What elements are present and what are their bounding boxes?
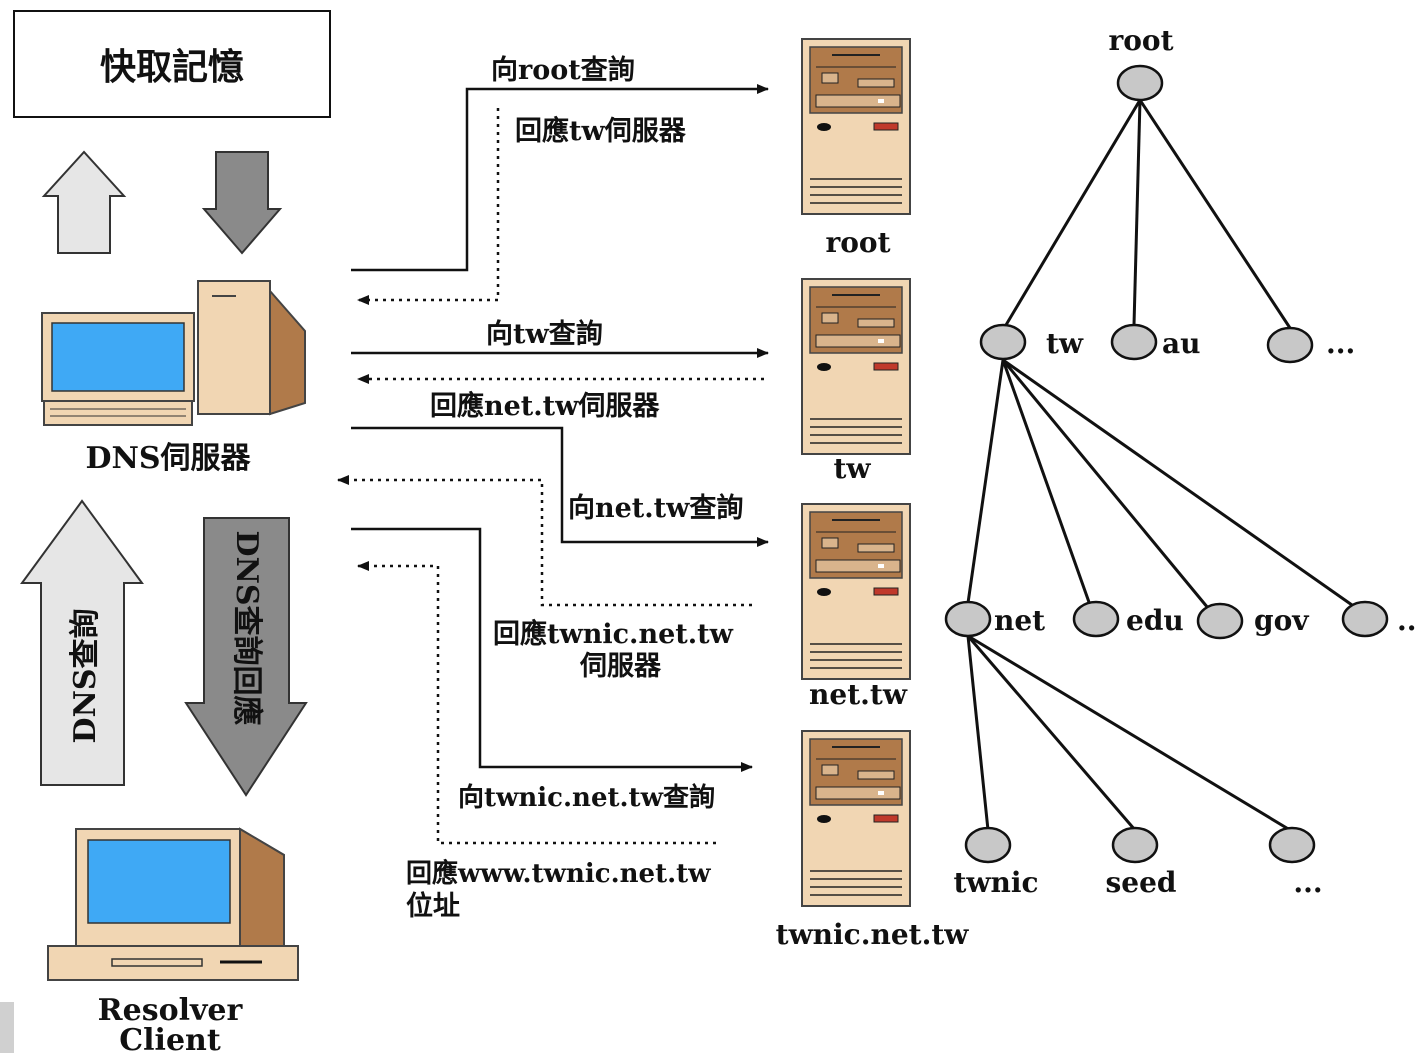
label-query-root: 向root查詢	[491, 54, 635, 86]
cache-memory-box: 快取記憶	[13, 10, 331, 118]
tree-node-au	[1110, 323, 1158, 361]
tree-label-tw: tw	[1046, 327, 1084, 360]
response-root-arrow	[357, 108, 500, 305]
tree-node-seed	[1111, 826, 1159, 864]
dns-response-big-arrow	[184, 517, 308, 797]
label-response-root: 回應tw伺服器	[515, 115, 687, 147]
tw-server-icon	[801, 278, 911, 455]
tree-label-level1-more: ...	[1326, 327, 1355, 360]
tree-label-root: root	[1108, 24, 1173, 57]
label-query-net: 向net.tw查詢	[568, 492, 743, 524]
query-root-arrow	[351, 84, 769, 272]
label-dns-query-arrow: DNS查詢	[68, 608, 103, 743]
tree-label-twnic: twnic	[953, 866, 1038, 899]
tree-node-net	[944, 600, 992, 638]
tree-label-gov: gov	[1254, 604, 1309, 637]
tree-node-level1-more	[1266, 326, 1314, 364]
label-query-twnic: 向twnic.net.tw查詢	[458, 782, 715, 813]
tree-label-level2-more: ..	[1397, 604, 1417, 637]
tree-label-seed: seed	[1106, 866, 1177, 899]
message-arrows	[337, 84, 769, 845]
tree-edges	[966, 99, 1353, 832]
tree-label-level3-more: ...	[1293, 866, 1322, 899]
label-dns-response-arrow: DNS查詢回應	[229, 530, 264, 725]
cache-down-arrow	[201, 151, 283, 255]
label-query-tw: 向tw查詢	[486, 318, 603, 350]
tree-label-edu: edu	[1126, 604, 1184, 637]
tree-node-level2-more	[1341, 600, 1389, 638]
response-net-arrow	[337, 475, 752, 607]
label-dns-server: DNS伺服器	[85, 441, 251, 476]
response-twnic-arrow	[357, 561, 716, 845]
label-response-twnic-line2: 位址	[406, 890, 460, 922]
label-resolver: Resolver	[98, 993, 244, 1028]
corner-mark	[0, 1002, 14, 1053]
tree-node-gov	[1196, 602, 1244, 640]
dns-query-big-arrow	[20, 499, 144, 786]
query-twnic-arrow	[351, 527, 753, 772]
tree-node-root	[1116, 64, 1164, 102]
dns-server-computer-icon	[41, 280, 306, 426]
cache-memory-label: 快取記憶	[99, 46, 244, 88]
net-tw-server-icon	[801, 503, 911, 680]
label-twnic-net-tw-server: twnic.net.tw	[776, 918, 970, 951]
root-server-icon	[801, 38, 911, 215]
tree-label-au: au	[1162, 327, 1201, 360]
label-response-net-line2: 伺服器	[579, 651, 662, 682]
query-net-arrow	[351, 426, 769, 547]
label-tw-server: tw	[833, 452, 871, 485]
tree-node-tw	[979, 323, 1027, 361]
tree-node-edu	[1072, 600, 1120, 638]
cache-up-arrow	[41, 150, 127, 254]
label-client: Client	[119, 1023, 221, 1053]
tree-label-net: net	[994, 604, 1045, 637]
tree-node-level3-more	[1268, 826, 1316, 864]
twnic-net-tw-server-icon	[801, 730, 911, 907]
tree-nodes	[944, 64, 1389, 864]
label-response-twnic-line1: 回應www.twnic.net.tw	[406, 858, 711, 889]
tree-node-twnic	[964, 826, 1012, 864]
label-root-server: root	[825, 226, 890, 259]
label-net-tw-server: net.tw	[809, 678, 908, 711]
label-response-tw: 回應net.tw伺服器	[430, 390, 660, 422]
resolver-client-computer-icon	[47, 827, 299, 981]
label-response-net-line1: 回應twnic.net.tw	[493, 618, 734, 650]
